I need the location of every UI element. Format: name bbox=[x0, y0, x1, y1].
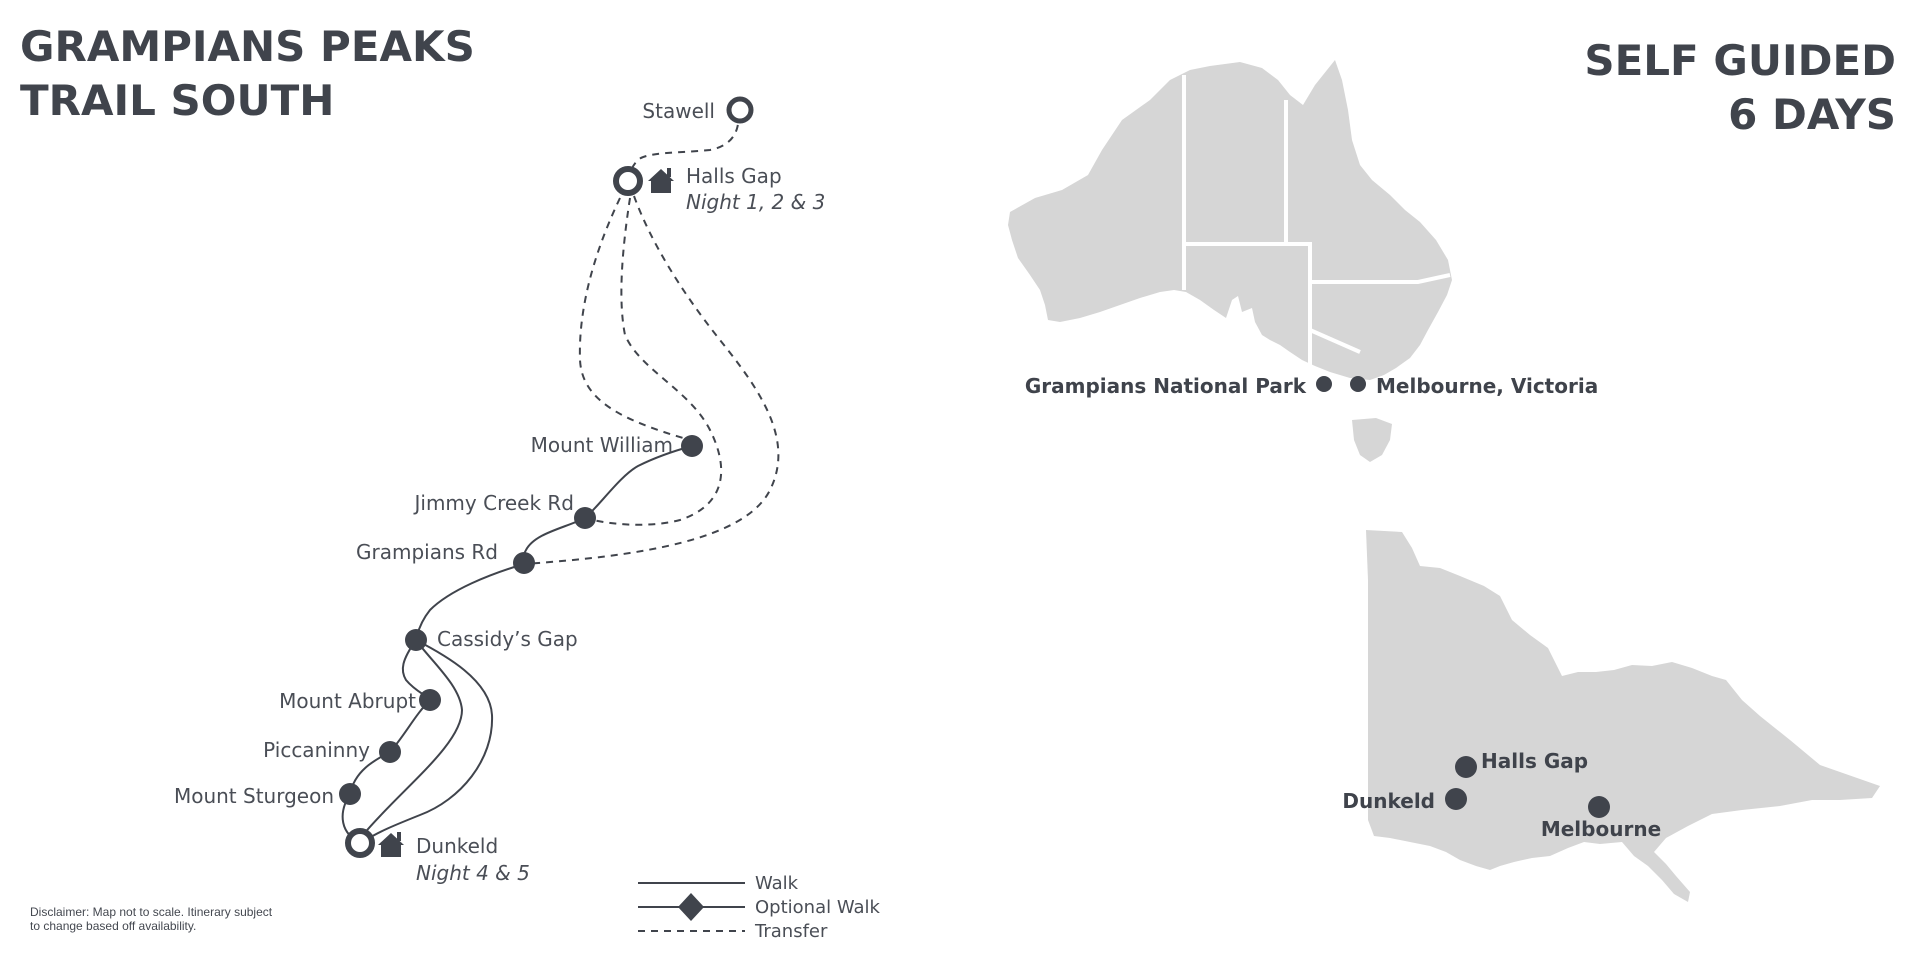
piccaninny-label: Piccaninny bbox=[263, 738, 370, 762]
dunkeld-marker bbox=[345, 828, 375, 858]
route-markers bbox=[339, 96, 754, 858]
vic-halls-gap-marker bbox=[1455, 756, 1477, 778]
mount-sturgeon-marker bbox=[339, 783, 361, 805]
mount-william-label: Mount William bbox=[531, 433, 673, 457]
melbourne-victoria-label: Melbourne, Victoria bbox=[1376, 374, 1598, 398]
dunkeld-label: Dunkeld bbox=[416, 834, 498, 858]
transfer-stawell-halls-gap bbox=[627, 111, 740, 181]
vic-dunkeld-marker bbox=[1445, 788, 1467, 810]
legend-transfer-label: Transfer bbox=[754, 921, 828, 942]
transfer-halls-gap-grampians-rd bbox=[523, 195, 780, 565]
halls-gap-house-icon bbox=[648, 168, 674, 193]
mount-abrupt-label: Mount Abrupt bbox=[279, 689, 416, 713]
victoria-landmass bbox=[1366, 530, 1880, 902]
mount-abrupt-marker bbox=[419, 689, 441, 711]
tour-duration: 6 DAYS bbox=[1728, 90, 1896, 139]
transfer-routes bbox=[523, 111, 780, 565]
walk-mount-william-jimmy-creek bbox=[584, 445, 693, 519]
stawell-marker bbox=[726, 96, 754, 124]
cassidys-gap-marker bbox=[405, 629, 427, 651]
legend-optional-label: Optional Walk bbox=[755, 897, 881, 918]
dunkeld-house-icon bbox=[378, 832, 404, 857]
melbourne-marker bbox=[1350, 376, 1366, 392]
map-title-line1: GRAMPIANS PEAKS bbox=[20, 22, 475, 71]
halls-gap-marker bbox=[613, 166, 643, 196]
grampians-rd-label: Grampians Rd bbox=[356, 540, 498, 564]
disclaimer-line2: to change based off availability. bbox=[30, 919, 197, 933]
disclaimer: Disclaimer: Map not to scale. Itinerary … bbox=[30, 905, 330, 933]
grampians-marker bbox=[1316, 376, 1332, 392]
transfer-halls-gap-mount-william bbox=[578, 197, 691, 441]
piccaninny-marker bbox=[379, 741, 401, 763]
dunkeld-nights: Night 4 & 5 bbox=[416, 861, 530, 885]
walk-cassidys-dunkeld-outer bbox=[365, 639, 494, 841]
walk-grampians-rd-cassidys-gap bbox=[415, 563, 525, 641]
vic-dunkeld-label: Dunkeld bbox=[1342, 789, 1435, 813]
tasmania-landmass bbox=[1352, 418, 1392, 462]
mount-william-marker bbox=[681, 435, 703, 457]
vic-melbourne-label: Melbourne bbox=[1541, 817, 1661, 841]
state-borders bbox=[1182, 75, 1451, 365]
walk-cassidys-dunkeld-inner bbox=[361, 639, 464, 837]
cassidys-gap-label: Cassidy’s Gap bbox=[437, 627, 578, 651]
legend-optional-diamond-icon bbox=[678, 893, 704, 921]
tour-type: SELF GUIDED bbox=[1584, 36, 1896, 85]
tour-summary: SELF GUIDED 6 DAYS bbox=[1584, 34, 1896, 142]
grampians-national-park-label: Grampians National Park bbox=[1025, 374, 1307, 398]
map-title-line2: TRAIL SOUTH bbox=[20, 76, 335, 125]
legend: Walk Optional Walk Transfer bbox=[638, 873, 881, 942]
mount-sturgeon-label: Mount Sturgeon bbox=[174, 784, 334, 808]
stawell-label: Stawell bbox=[642, 99, 715, 123]
jimmy-creek-label: Jimmy Creek Rd bbox=[412, 491, 574, 515]
legend-walk-label: Walk bbox=[755, 873, 799, 894]
victoria-inset: Halls Gap Dunkeld Melbourne bbox=[1342, 530, 1880, 902]
map-title: GRAMPIANS PEAKS TRAIL SOUTH bbox=[20, 20, 475, 128]
australia-inset: Grampians National Park Melbourne, Victo… bbox=[1008, 60, 1598, 462]
vic-melbourne-marker bbox=[1588, 796, 1610, 818]
grampians-rd-marker bbox=[513, 552, 535, 574]
halls-gap-nights: Night 1, 2 & 3 bbox=[686, 190, 825, 214]
vic-halls-gap-label: Halls Gap bbox=[1481, 749, 1588, 773]
jimmy-creek-marker bbox=[574, 507, 596, 529]
transfer-halls-gap-jimmy-creek bbox=[584, 197, 723, 526]
halls-gap-label: Halls Gap bbox=[686, 164, 782, 188]
australia-landmass bbox=[1008, 60, 1452, 380]
disclaimer-line1: Disclaimer: Map not to scale. Itinerary … bbox=[30, 905, 273, 919]
